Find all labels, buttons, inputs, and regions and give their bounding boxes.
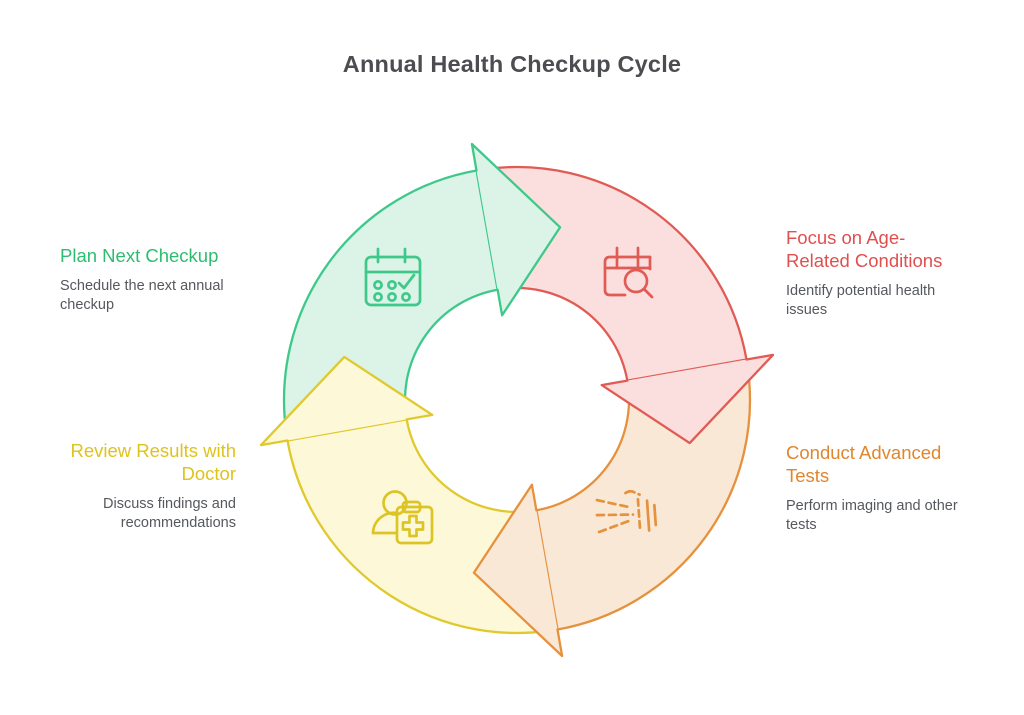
step-label-review-results: Review Results with Doctor Discuss findi… bbox=[40, 440, 236, 533]
diagram-title: Annual Health Checkup Cycle bbox=[342, 51, 682, 77]
step-description: Identify potential health issues bbox=[786, 282, 936, 319]
imaging-scan-icon bbox=[595, 489, 658, 534]
doctor-clipboard-icon bbox=[371, 490, 434, 545]
step-title: Conduct Advanced Tests bbox=[786, 442, 942, 486]
step-label-age-related-conditions: Focus on Age-Related Conditions Identify… bbox=[786, 227, 964, 320]
step-description: Discuss findings and recommendations bbox=[103, 495, 236, 532]
step-title: Review Results with Doctor bbox=[70, 440, 236, 484]
step-label-plan-next-checkup: Plan Next Checkup Schedule the next annu… bbox=[60, 245, 238, 316]
step-title: Focus on Age-Related Conditions bbox=[786, 227, 943, 271]
step-label-advanced-tests: Conduct Advanced Tests Perform imaging a… bbox=[786, 442, 964, 535]
calendar-search-icon bbox=[603, 246, 654, 299]
step-description: Perform imaging and other tests bbox=[786, 497, 958, 534]
calendar-check-icon bbox=[364, 247, 422, 307]
step-title: Plan Next Checkup bbox=[60, 245, 219, 266]
step-description: Schedule the next annual checkup bbox=[60, 277, 224, 314]
